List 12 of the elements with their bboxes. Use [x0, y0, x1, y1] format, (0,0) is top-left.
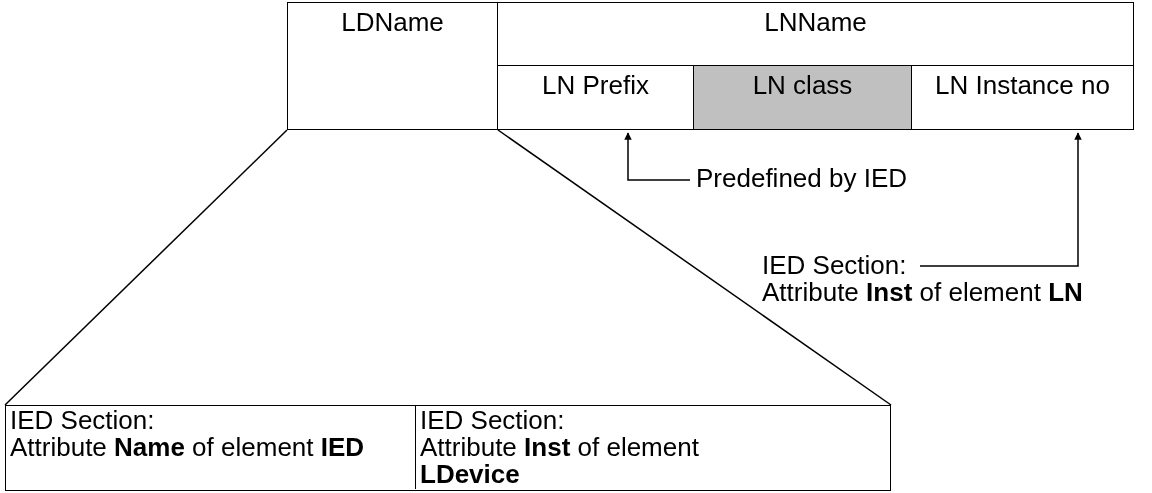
arrow	[919, 132, 1082, 267]
arrow	[624, 132, 691, 181]
name-cell: LDName	[287, 2, 498, 130]
connector-line	[497, 129, 892, 406]
annotation-text: Predefined by IED	[696, 165, 966, 195]
section-cell: IED Section: Attribute Name of element IED	[6, 406, 416, 489]
section-table	[5, 405, 891, 491]
name-cell: LN Instance no	[911, 65, 1134, 130]
section-cell: IED Section: Attribute Inst of element LDevice	[416, 406, 889, 489]
name-cell: LN class	[693, 65, 912, 130]
annotation-text: IED Section: Attribute Inst of element LN	[762, 252, 1147, 310]
connector-line	[4, 129, 288, 406]
